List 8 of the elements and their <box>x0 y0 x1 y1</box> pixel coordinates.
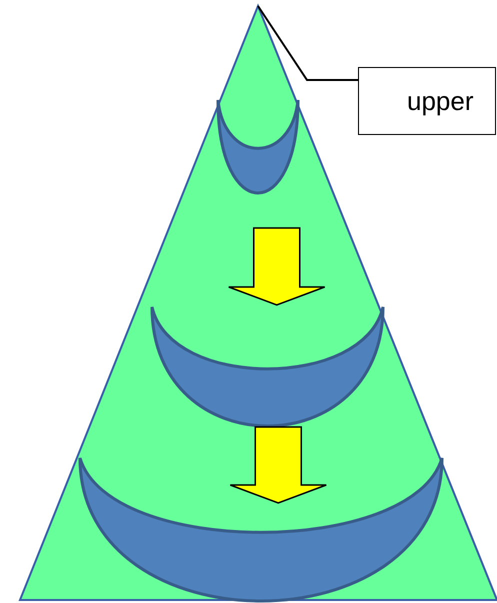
callout-box <box>358 67 496 135</box>
leader-line <box>257 5 358 81</box>
down-arrow <box>228 227 326 306</box>
crescent-shape <box>150 305 385 429</box>
callout-text: upper <box>407 86 474 116</box>
crescent-shape <box>78 456 444 603</box>
down-arrow <box>230 426 327 504</box>
crescent-shape <box>216 98 300 196</box>
